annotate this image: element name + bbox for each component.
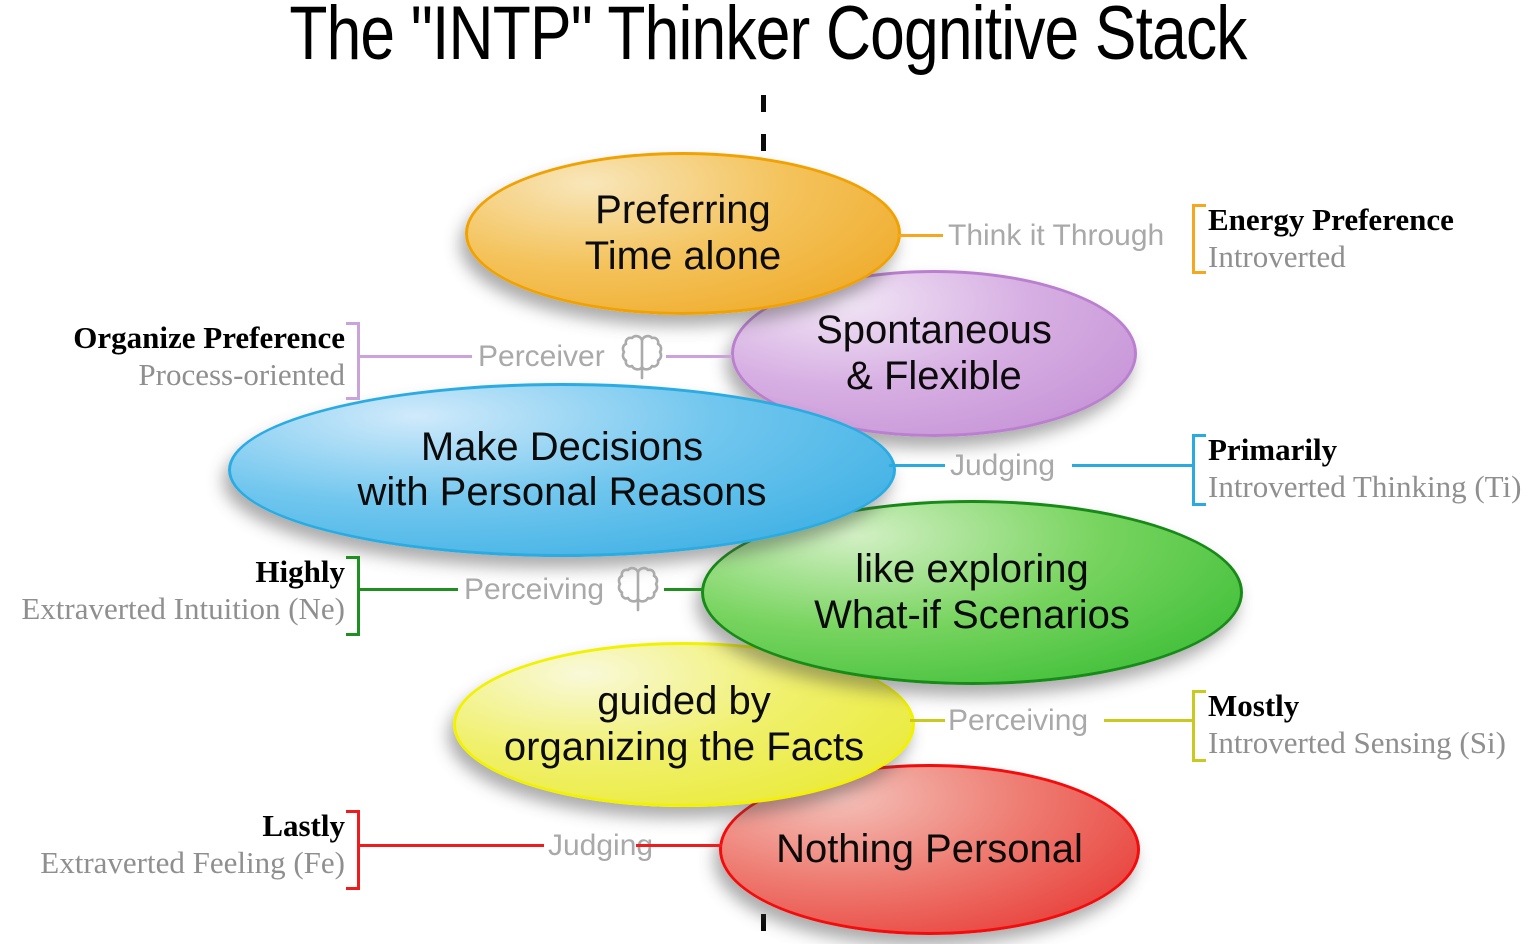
bracket-highly: [346, 556, 360, 636]
bracket-mostly: [1192, 690, 1206, 762]
ellipse-label: Spontaneous & Flexible: [816, 308, 1052, 398]
ellipse-label: Nothing Personal: [776, 826, 1083, 871]
ellipse-label: Make Decisions with Personal Reasons: [357, 424, 767, 514]
label-primarily: Primarily Introverted Thinking (Ti): [1208, 432, 1522, 504]
connector-line-blue: [889, 464, 945, 467]
ellipse-label: guided by organizing the Facts: [503, 679, 865, 769]
bracket-organize-preference: [346, 322, 360, 400]
ellipse-preferring-time-alone: Preferring Time alone: [465, 152, 901, 315]
label-think-it-through: Think it Through: [948, 219, 1165, 252]
ellipse-what-if-scenarios: like exploring What-if Scenarios: [701, 500, 1243, 685]
connector-line-red: [358, 844, 544, 847]
label-mostly: Mostly Introverted Sensing (Si): [1208, 688, 1506, 760]
connector-line-purple-2: [666, 355, 732, 358]
connector-line-yellow-2: [1104, 719, 1192, 722]
connector-line-green-2: [664, 588, 704, 591]
label-highly: Highly Extraverted Intuition (Ne): [21, 554, 345, 626]
label-organize-preference: Organize Preference Process-oriented: [73, 320, 345, 392]
connector-line-yellow: [910, 719, 945, 722]
connector-line-purple: [358, 355, 472, 358]
bracket-energy-preference: [1192, 204, 1206, 274]
connector-line-blue-2: [1072, 464, 1192, 467]
label-judging-blue: Judging: [950, 449, 1056, 482]
bracket-primarily: [1192, 434, 1206, 506]
label-perceiver: Perceiver: [478, 340, 605, 373]
ellipse-make-decisions: Make Decisions with Personal Reasons: [228, 383, 896, 557]
label-judging-red: Judging: [548, 829, 654, 862]
connector-line-orange: [897, 234, 943, 237]
connector-line-green: [358, 588, 458, 591]
label-energy-preference: Energy Preference Introverted: [1208, 202, 1454, 274]
brain-icon: [616, 564, 660, 614]
bracket-lastly: [346, 810, 360, 890]
label-perceiving-green: Perceiving: [464, 573, 605, 606]
ellipse-label: Preferring Time alone: [584, 188, 782, 278]
label-perceiving-yellow: Perceiving: [948, 704, 1089, 737]
brain-icon: [620, 332, 664, 382]
ellipse-label: like exploring What-if Scenarios: [814, 547, 1130, 637]
connector-line-red-2: [636, 844, 722, 847]
label-lastly: Lastly Extraverted Feeling (Fe): [40, 808, 345, 880]
page-title: The "INTP" Thinker Cognitive Stack: [289, 0, 1247, 76]
